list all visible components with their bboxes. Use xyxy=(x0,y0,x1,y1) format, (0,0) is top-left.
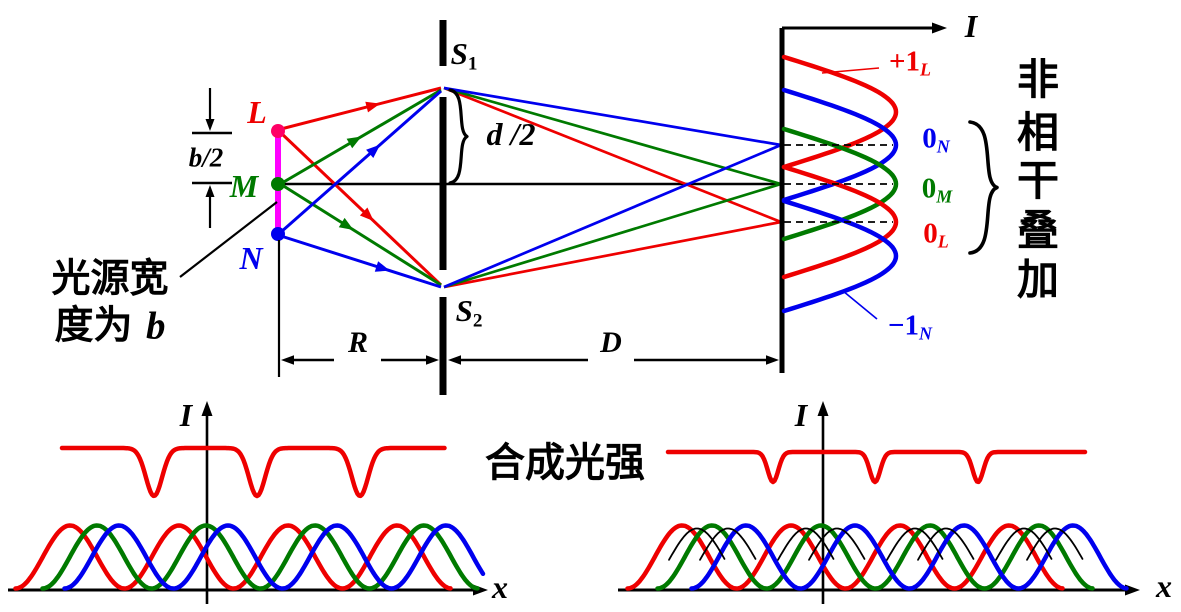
source-caption-line2-b: b xyxy=(146,304,166,348)
source-half-width-label: b/2 xyxy=(188,142,224,173)
screen-intensity-axis-label: I xyxy=(964,8,978,44)
incoherent-char-4: 叠 xyxy=(1016,206,1060,255)
source-point-M-label: M xyxy=(229,168,259,204)
order-plus1L-label: +1L xyxy=(888,45,932,80)
source-point-N-label: N xyxy=(239,240,263,276)
slit-S1-label: S1 xyxy=(450,36,478,75)
order-zeroN-label: 0N xyxy=(922,122,950,157)
source-point-L-label: L xyxy=(247,94,267,130)
bottom-right-x-label: x xyxy=(1156,568,1172,604)
combined-intensity-caption: 合成光强 xyxy=(485,440,645,486)
bottom-left-I-label: I xyxy=(179,397,193,433)
slit-half-separation-label: d /2 xyxy=(486,116,536,152)
bottom-right-I-label: I xyxy=(794,397,808,433)
bottom-left-x-label: x xyxy=(492,569,508,605)
incoherent-char-1: 非 xyxy=(1016,55,1060,104)
order-minus1N-label: −1N xyxy=(887,309,933,344)
order-zeroM-label: 0M xyxy=(921,172,953,207)
incoherent-char-2: 相 xyxy=(1016,108,1060,157)
distance-R-label: R xyxy=(347,326,369,359)
distance-D-label: D xyxy=(600,326,622,359)
incoherent-char-5: 加 xyxy=(1016,255,1060,304)
source-caption-line1: 光源宽 xyxy=(51,256,169,302)
order-zeroL-label: 0L xyxy=(923,217,949,252)
slit-S2-label: S2 xyxy=(455,293,483,332)
source-caption-line2-text: 度为 xyxy=(54,303,147,349)
incoherent-char-3: 干 xyxy=(1016,156,1060,205)
